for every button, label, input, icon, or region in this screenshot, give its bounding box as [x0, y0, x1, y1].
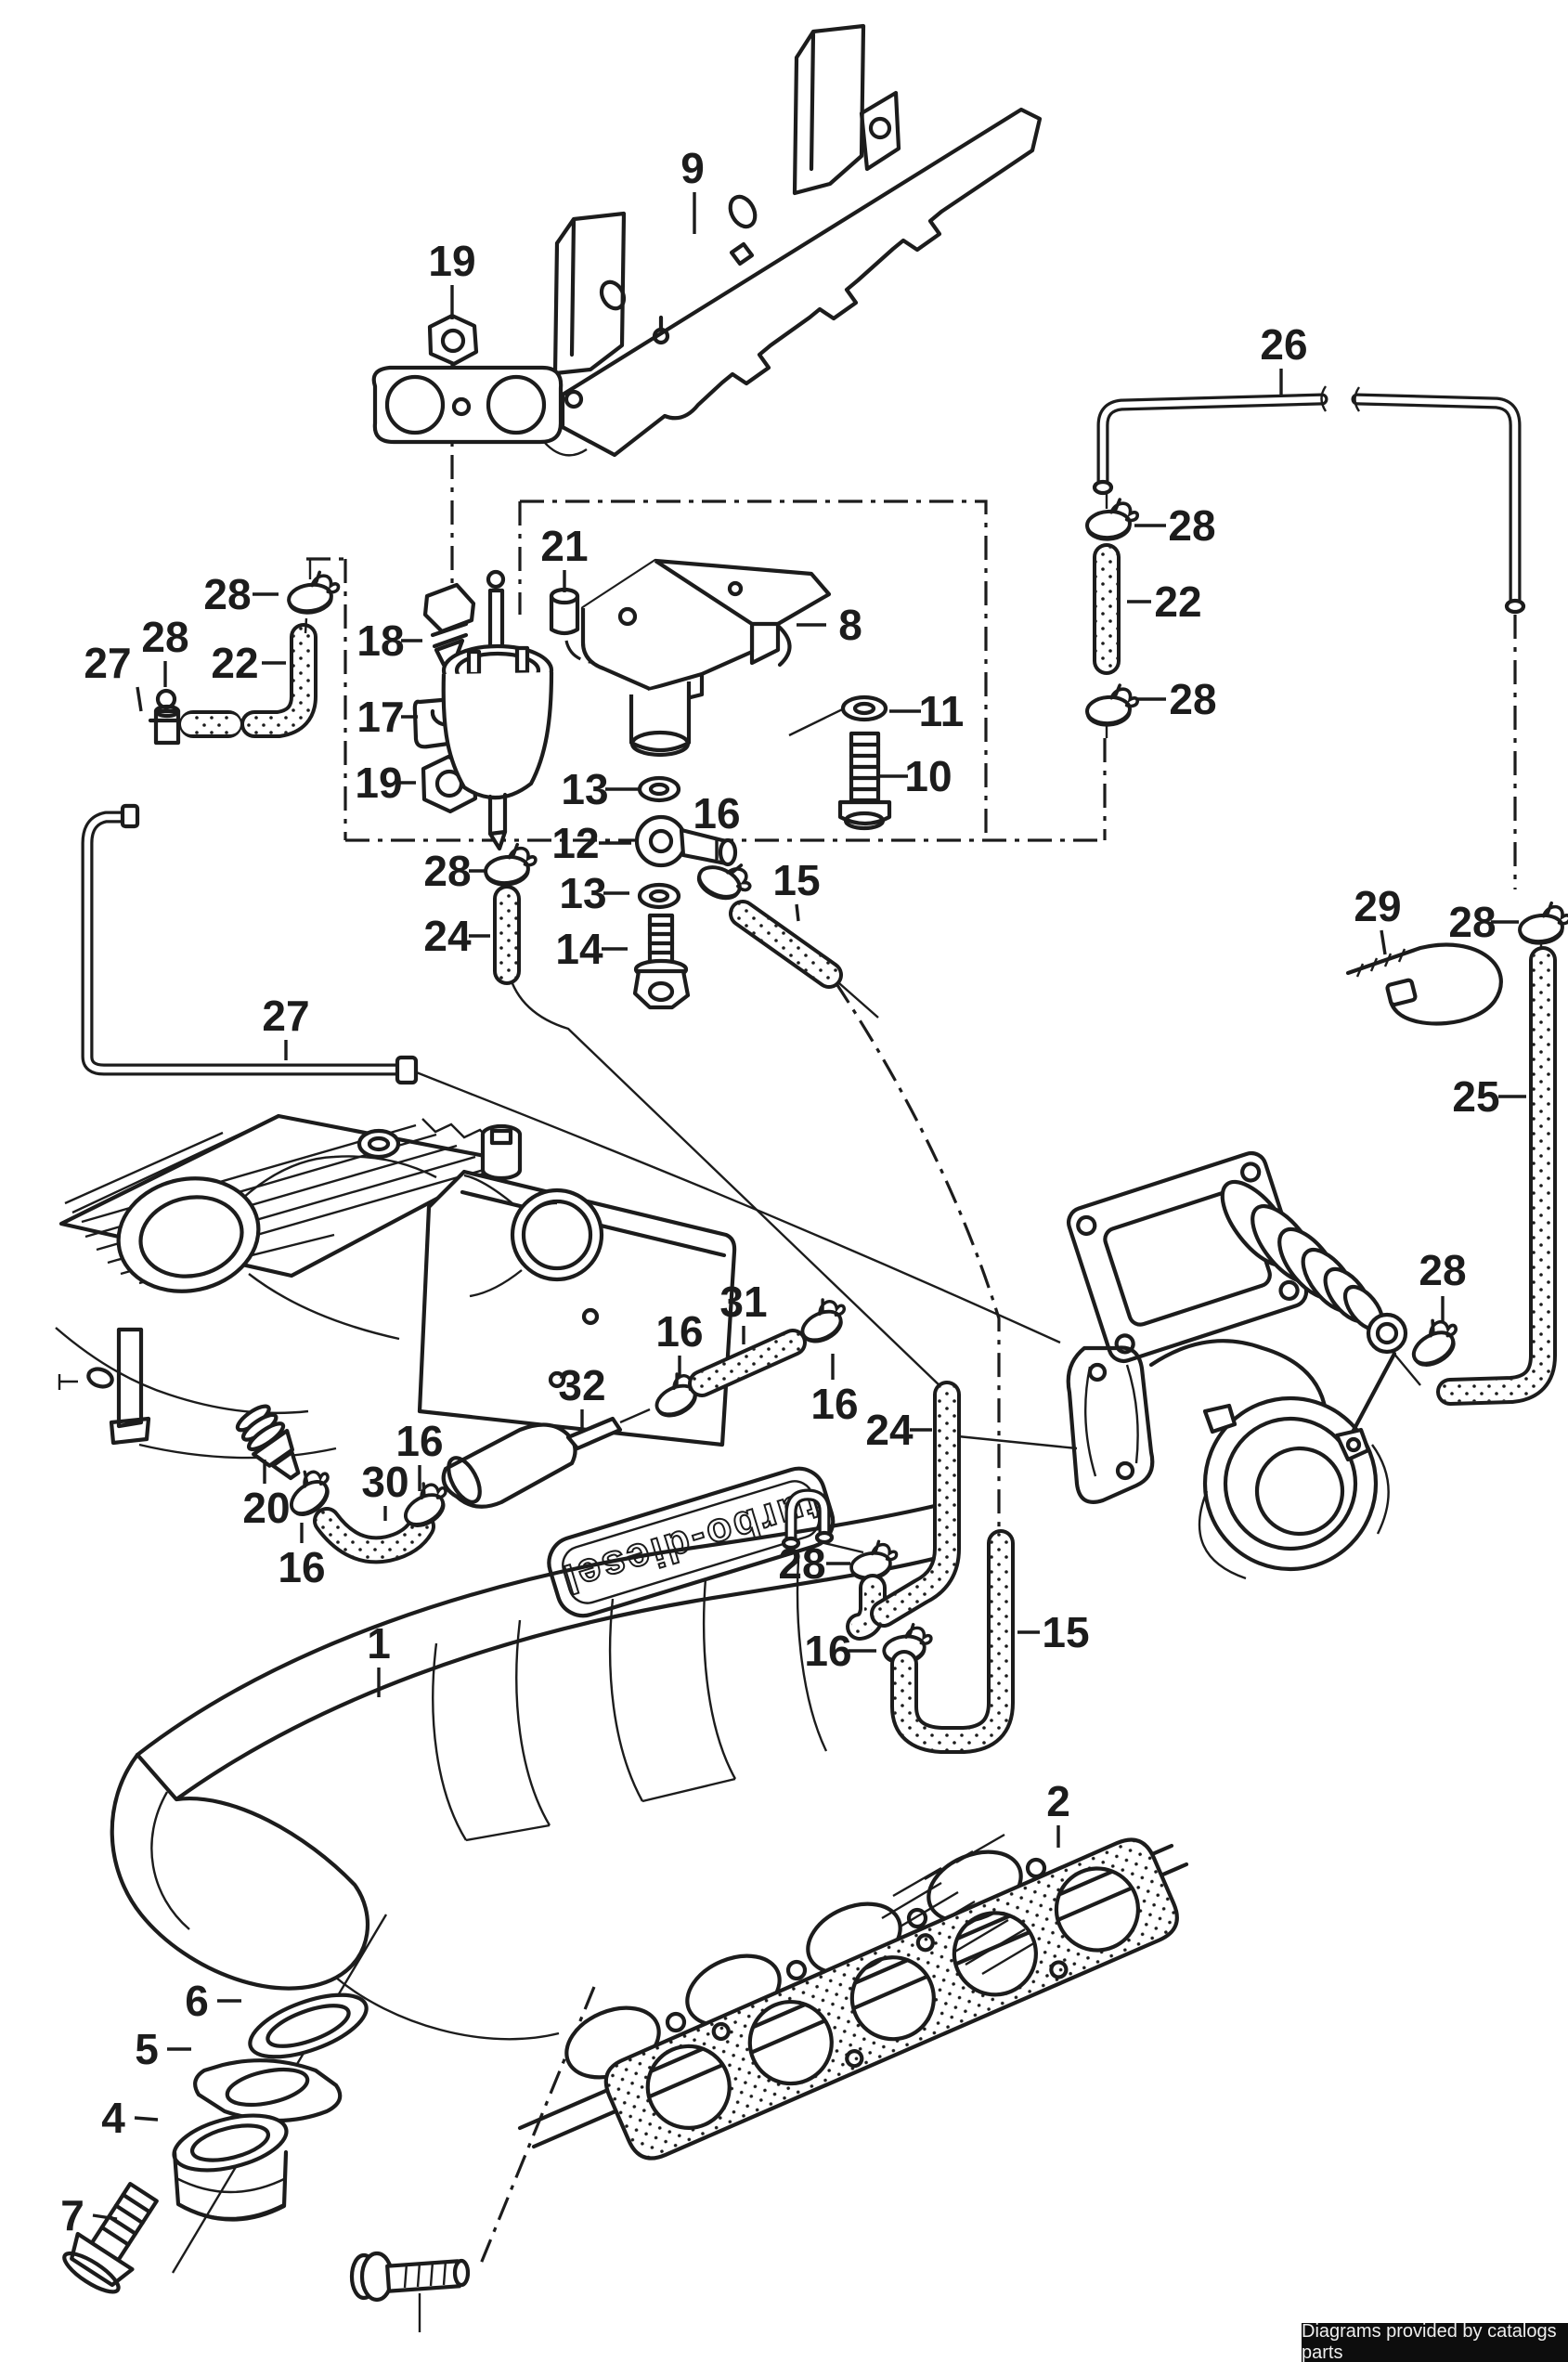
callout-number-22: 22	[211, 639, 258, 687]
callout-leader-27	[136, 686, 143, 712]
callout-number-22: 22	[1154, 578, 1201, 626]
banjo-bolt-14	[632, 913, 691, 1010]
callout-number-7: 7	[60, 2191, 84, 2239]
breather-pipe	[781, 1488, 864, 1554]
gasket-5	[193, 2058, 343, 2123]
callout-number-32: 32	[558, 1361, 605, 1409]
callout-number-30: 30	[361, 1458, 408, 1506]
sensor-18	[422, 582, 476, 668]
fuel-filter-body	[441, 569, 554, 851]
clamp-28-side-view	[148, 688, 187, 746]
callout-number-24: 24	[423, 912, 472, 960]
cable-tie-29	[1345, 942, 1503, 1026]
callout-number-28: 28	[778, 1539, 825, 1588]
bushing-21	[549, 587, 580, 636]
washer-13-upper	[637, 775, 681, 803]
callout-number-25: 25	[1452, 1072, 1499, 1121]
callout-leader-15	[795, 903, 800, 922]
nut-19-top	[427, 313, 479, 367]
callout-leader-29	[1380, 929, 1387, 955]
callout-number-8: 8	[838, 601, 862, 649]
callout-leader-4	[134, 2116, 159, 2122]
callout-number-16: 16	[395, 1417, 443, 1465]
clamp-28-icon	[481, 840, 540, 889]
callout-number-28: 28	[423, 847, 471, 895]
callout-number-27: 27	[262, 992, 309, 1040]
hose-30	[313, 1507, 435, 1564]
manifold-gasket-2	[603, 1837, 1179, 2161]
callout-number-16: 16	[278, 1543, 325, 1591]
callout-number-29: 29	[1354, 882, 1401, 930]
callout-number-6: 6	[185, 1977, 209, 2025]
callout-number-16: 16	[655, 1307, 703, 1356]
washer-13-lower	[637, 882, 681, 910]
callout-number-15: 15	[772, 856, 820, 904]
hose-22-left	[179, 623, 317, 738]
clamp-28-icon	[1083, 681, 1141, 729]
callout-number-2: 2	[1046, 1777, 1070, 1825]
filter-32	[441, 1408, 651, 1509]
callout-number-31: 31	[719, 1278, 767, 1326]
hose-31	[688, 1329, 807, 1397]
hose-25	[1436, 941, 1557, 1406]
fitting-20	[235, 1404, 301, 1481]
bracket-rail	[371, 23, 1043, 458]
callout-number-16: 16	[693, 789, 740, 837]
callout-number-13: 13	[559, 869, 606, 917]
callout-number-13: 13	[561, 765, 608, 813]
callout-number-17: 17	[356, 693, 404, 741]
callout-number-28: 28	[1419, 1246, 1466, 1294]
callout-number-5: 5	[135, 2025, 159, 2073]
bolt-7	[62, 2181, 159, 2294]
elbow-hose	[846, 1574, 887, 1641]
clamp-28-icon	[1083, 496, 1141, 543]
callout-number-12: 12	[551, 819, 599, 867]
callout-number-28: 28	[1448, 898, 1496, 946]
valve-block-8	[580, 558, 832, 758]
callout-number-9: 9	[680, 144, 705, 192]
callout-number-21: 21	[540, 522, 588, 570]
watermark-caption: Diagrams provided by catalogs parts	[1302, 2321, 1568, 2362]
clamp-28-icon	[1515, 899, 1568, 948]
callout-number-15: 15	[1042, 1608, 1089, 1656]
callout-number-16: 16	[810, 1380, 858, 1428]
intercooler	[55, 1113, 737, 1460]
banjo-12	[634, 814, 738, 868]
clamp-28-link2	[304, 617, 308, 634]
bolt-10	[837, 731, 892, 831]
turbocharger	[948, 1150, 1421, 1580]
callout-number-10: 10	[904, 752, 952, 800]
clamp-28-icon	[1401, 1310, 1469, 1374]
callout-number-19: 19	[428, 237, 475, 285]
callout-number-18: 18	[356, 616, 404, 665]
hose-15-upper	[729, 900, 843, 989]
flange-4	[172, 2113, 289, 2222]
callout-number-28: 28	[1169, 675, 1216, 723]
callout-number-28: 28	[1168, 501, 1215, 550]
oring-6	[248, 1992, 369, 2059]
callout-number-20: 20	[242, 1484, 290, 1532]
hose-24-lower	[870, 1381, 961, 1628]
bolt-3	[349, 2251, 471, 2303]
callout-number-4: 4	[101, 2094, 125, 2142]
hose-27-upper	[81, 803, 419, 1085]
callout-number-27: 27	[84, 639, 131, 687]
callout-leader-7	[92, 2213, 118, 2221]
washer-11	[840, 694, 888, 722]
pipe-26	[1092, 385, 1526, 615]
callout-number-24: 24	[865, 1406, 914, 1454]
callout-number-14: 14	[555, 925, 603, 973]
callout-number-26: 26	[1260, 320, 1307, 369]
callout-number-16: 16	[804, 1627, 851, 1675]
callout-number-28: 28	[141, 613, 188, 661]
callout-number-11: 11	[919, 687, 965, 735]
callout-number-28: 28	[203, 570, 251, 618]
callout-number-1: 1	[367, 1619, 391, 1668]
clamp-28-icon	[283, 567, 343, 618]
callout-number-19: 19	[355, 759, 402, 807]
hose-15-lower	[890, 1529, 1015, 1754]
